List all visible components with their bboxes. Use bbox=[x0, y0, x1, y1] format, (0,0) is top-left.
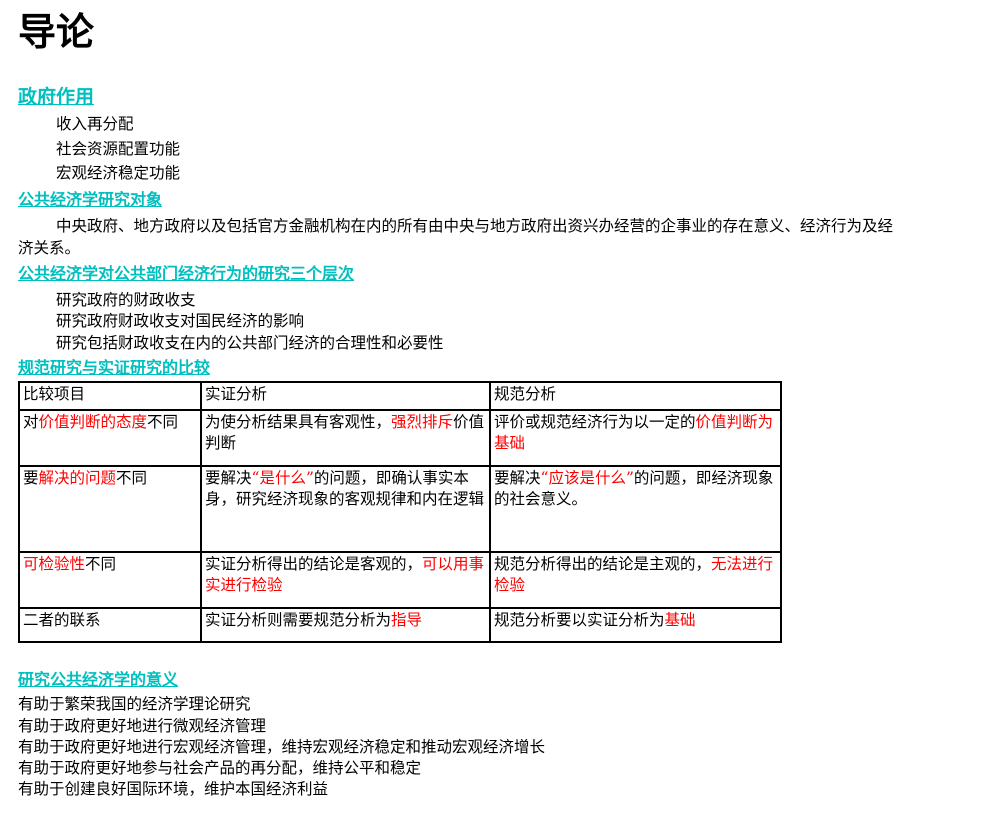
section-heading-significance: 研究公共经济学的意义 bbox=[18, 670, 179, 689]
section-heading-government-role: 政府作用 bbox=[18, 86, 95, 108]
list-item: 宏观经济稳定功能 bbox=[56, 164, 181, 182]
table-row: 要解决的问题不同 要解决“是什么”的问题，即确认事实本身，研究经济现象的客观规律… bbox=[18, 465, 782, 553]
table-header-cell: 规范分析 bbox=[489, 381, 782, 411]
list-item: 有助于创建良好国际环境，维护本国经济利益 bbox=[18, 780, 329, 798]
list-item: 研究政府财政收支对国民经济的影响 bbox=[56, 312, 305, 330]
list-item: 有助于政府更好地进行微观经济管理 bbox=[18, 717, 267, 735]
table-cell: 要解决的问题不同 bbox=[18, 465, 202, 553]
research-object-paragraph: 中央政府、地方政府以及包括官方金融机构在内的所有由中央与地方政府出资兴办经营的企… bbox=[18, 217, 894, 257]
list-item: 研究包括财政收支在内的公共部门经济的合理性和必要性 bbox=[56, 334, 444, 352]
list-item: 研究政府的财政收支 bbox=[56, 291, 196, 309]
list-item: 有助于繁荣我国的经济学理论研究 bbox=[18, 695, 251, 713]
table-cell: 二者的联系 bbox=[18, 607, 202, 643]
section-heading-comparison: 规范研究与实证研究的比较 bbox=[18, 358, 211, 377]
list-item: 有助于政府更好地参与社会产品的再分配，维持公平和稳定 bbox=[18, 759, 422, 777]
table-header-cell: 比较项目 bbox=[18, 381, 202, 411]
table-cell: 对价值判断的态度不同 bbox=[18, 409, 202, 467]
comparison-table: 比较项目 实证分析 规范分析 对价值判断的态度不同 为使分析结果具有客观性，强烈… bbox=[18, 381, 782, 643]
table-cell: 规范分析要以实证分析为基础 bbox=[489, 607, 782, 643]
table-cell: 要解决“是什么”的问题，即确认事实本身，研究经济现象的客观规律和内在逻辑 bbox=[200, 465, 491, 553]
table-cell: 实证分析则需要规范分析为指导 bbox=[200, 607, 491, 643]
table-row: 二者的联系 实证分析则需要规范分析为指导 规范分析要以实证分析为基础 bbox=[18, 607, 782, 643]
table-cell: 为使分析结果具有客观性，强烈排斥价值判断 bbox=[200, 409, 491, 467]
page-title: 导论 bbox=[18, 10, 95, 54]
list-item: 收入再分配 bbox=[56, 115, 134, 133]
table-cell: 评价或规范经济行为以一定的价值判断为基础 bbox=[489, 409, 782, 467]
list-item: 有助于政府更好地进行宏观经济管理，维持宏观经济稳定和推动宏观经济增长 bbox=[18, 738, 546, 756]
section-heading-research-object: 公共经济学研究对象 bbox=[18, 190, 163, 209]
table-row: 对价值判断的态度不同 为使分析结果具有客观性，强烈排斥价值判断 评价或规范经济行… bbox=[18, 409, 782, 467]
table-header-cell: 实证分析 bbox=[200, 381, 491, 411]
table-row: 可检验性不同 实证分析得出的结论是客观的，可以用事实进行检验 规范分析得出的结论… bbox=[18, 551, 782, 609]
section-heading-three-levels: 公共经济学对公共部门经济行为的研究三个层次 bbox=[18, 264, 355, 283]
table-cell: 可检验性不同 bbox=[18, 551, 202, 609]
table-cell: 要解决“应该是什么”的问题，即经济现象的社会意义。 bbox=[489, 465, 782, 553]
list-item: 社会资源配置功能 bbox=[56, 140, 181, 158]
table-cell: 实证分析得出的结论是客观的，可以用事实进行检验 bbox=[200, 551, 491, 609]
table-header-row: 比较项目 实证分析 规范分析 bbox=[18, 381, 782, 411]
table-cell: 规范分析得出的结论是主观的，无法进行检验 bbox=[489, 551, 782, 609]
